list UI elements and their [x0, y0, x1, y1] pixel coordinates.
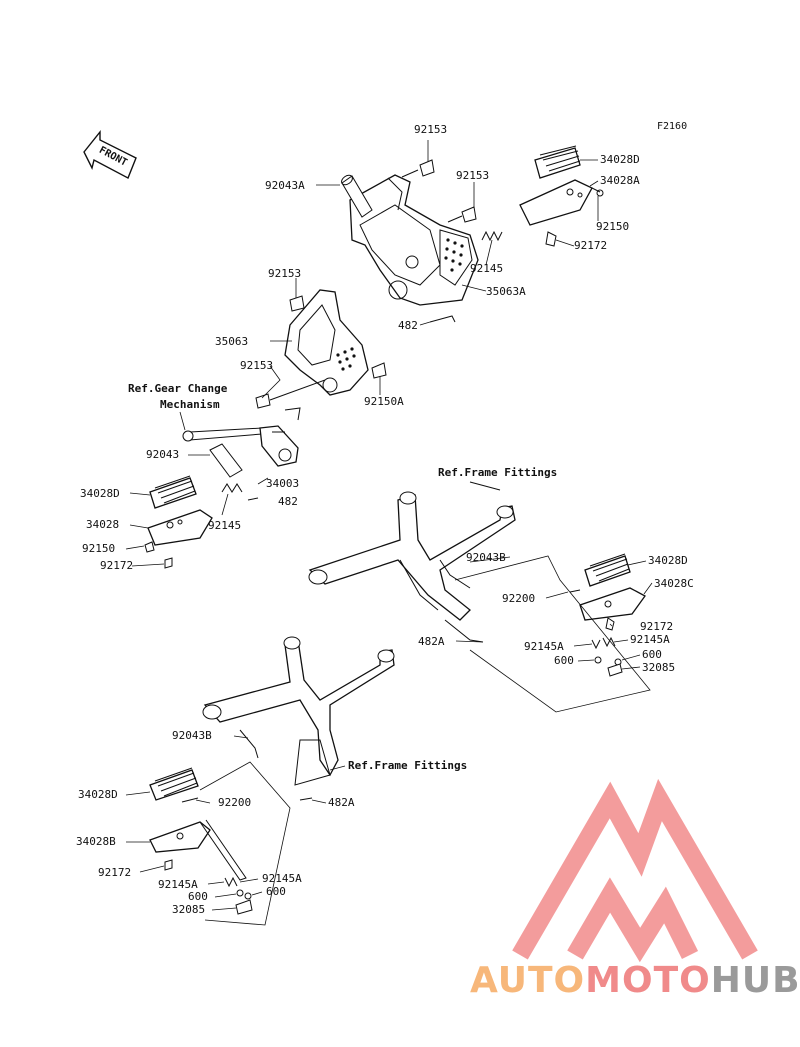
label-32085-right: 32085 — [642, 661, 676, 674]
bracket-35063A — [349, 174, 479, 306]
label-34028: 34028 — [86, 518, 120, 531]
label-482A-right: 482A — [418, 635, 445, 648]
label-92172-right: 92172 — [640, 620, 674, 633]
figure-code: F2160 — [657, 121, 688, 132]
callout-right — [454, 555, 651, 713]
label-92153-left: 92153 — [268, 267, 302, 280]
label-92145A-l1: 92145A — [158, 878, 198, 891]
clip-482-mid — [247, 497, 259, 501]
bolt-92153-top — [401, 159, 435, 178]
footpeg-lower-left — [149, 767, 247, 881]
watermark-moto: MOTO — [585, 960, 711, 1001]
label-600-l2: 600 — [266, 885, 286, 898]
label-92043: 92043 — [146, 448, 180, 461]
bracket-35063 — [284, 289, 369, 396]
front-arrow-icon: FRONT — [83, 130, 137, 179]
ball-600-r1 — [594, 656, 602, 664]
watermark-hub: HUB — [710, 960, 800, 1001]
clip-482-top — [429, 315, 456, 323]
label-34028D-right: 34028D — [648, 554, 688, 567]
ball-600-l2 — [244, 892, 252, 900]
callout-left — [199, 761, 291, 926]
bolt-92153-mid — [447, 206, 477, 223]
spring-92145-top — [481, 230, 503, 242]
spring-92145A-right — [591, 636, 616, 650]
ref-gear-change-line2: Mechanism — [160, 398, 220, 411]
label-92150: 92150 — [596, 220, 630, 233]
label-34028C: 34028C — [654, 577, 694, 590]
label-35063: 35063 — [215, 335, 249, 348]
ref-line-right — [469, 481, 501, 491]
bolt-92153-left — [289, 295, 305, 312]
label-35063A: 35063A — [486, 285, 526, 298]
label-92153-mid: 92153 — [456, 169, 490, 182]
label-92172-left: 92172 — [100, 559, 134, 572]
label-482-top: 482 — [398, 319, 418, 332]
leader-lines — [125, 140, 653, 911]
label-92145A-r2: 92145A — [630, 633, 670, 646]
ball-600-l1 — [236, 889, 244, 897]
label-34028B: 34028B — [76, 835, 116, 848]
watermark-text: AUTOMOTOHUB — [470, 960, 800, 1001]
ref-gear-change-line1: Ref.Gear Change — [128, 382, 228, 395]
label-92145-mid: 92145 — [208, 519, 242, 532]
pin-92043 — [209, 443, 243, 478]
frame-left — [202, 636, 395, 786]
label-92043A: 92043A — [265, 179, 305, 192]
label-92153-left2: 92153 — [240, 359, 274, 372]
label-32085-low: 32085 — [172, 903, 206, 916]
label-92153-top: 92153 — [414, 123, 448, 136]
label-92172-top: 92172 — [574, 239, 608, 252]
label-92150-left: 92150 — [82, 542, 116, 555]
label-34028D-left: 34028D — [80, 487, 120, 500]
ref-frame-fittings-2: Ref.Frame Fittings — [348, 759, 468, 772]
label-92145-top: 92145 — [470, 262, 504, 275]
label-34003: 34003 — [266, 477, 300, 490]
watermark-auto: AUTO — [470, 960, 586, 1001]
label-34028A: 34028A — [600, 174, 640, 187]
label-92145A-r1: 92145A — [524, 640, 564, 653]
spring-92145-mid — [221, 483, 243, 493]
label-92172-low: 92172 — [98, 866, 132, 879]
label-600-l1: 600 — [188, 890, 208, 903]
label-482-mid: 482 — [278, 495, 298, 508]
label-92150A: 92150A — [364, 395, 404, 408]
label-34028D-low: 34028D — [78, 788, 118, 801]
pin-92043B-low — [239, 729, 259, 759]
label-600-r1: 600 — [554, 654, 574, 667]
bolt-92153-left2 — [255, 379, 326, 409]
spring-92145A-left — [224, 876, 238, 888]
bolt-92150A — [371, 362, 387, 379]
label-92200-low: 92200 — [218, 796, 252, 809]
label-482A-low: 482A — [328, 796, 355, 809]
pin-92043A — [341, 174, 373, 218]
plate-32085-low — [235, 899, 253, 915]
label-92043B-right: 92043B — [466, 551, 506, 564]
label-600-r2: 600 — [642, 648, 662, 661]
watermark-logo-icon — [512, 778, 758, 963]
footpeg-left — [144, 475, 213, 569]
label-92200-right: 92200 — [502, 592, 536, 605]
gear-change-lever — [182, 407, 301, 467]
footpeg-lower-right — [579, 553, 646, 631]
label-92043B-low: 92043B — [172, 729, 212, 742]
label-92145A-l2: 92145A — [262, 872, 302, 885]
label-34028D-top: 34028D — [600, 153, 640, 166]
ref-frame-fittings-1: Ref.Frame Fittings — [438, 466, 558, 479]
frame-right — [308, 491, 516, 621]
plate-32085-right — [607, 663, 623, 677]
footpeg-upper-right — [519, 145, 604, 247]
